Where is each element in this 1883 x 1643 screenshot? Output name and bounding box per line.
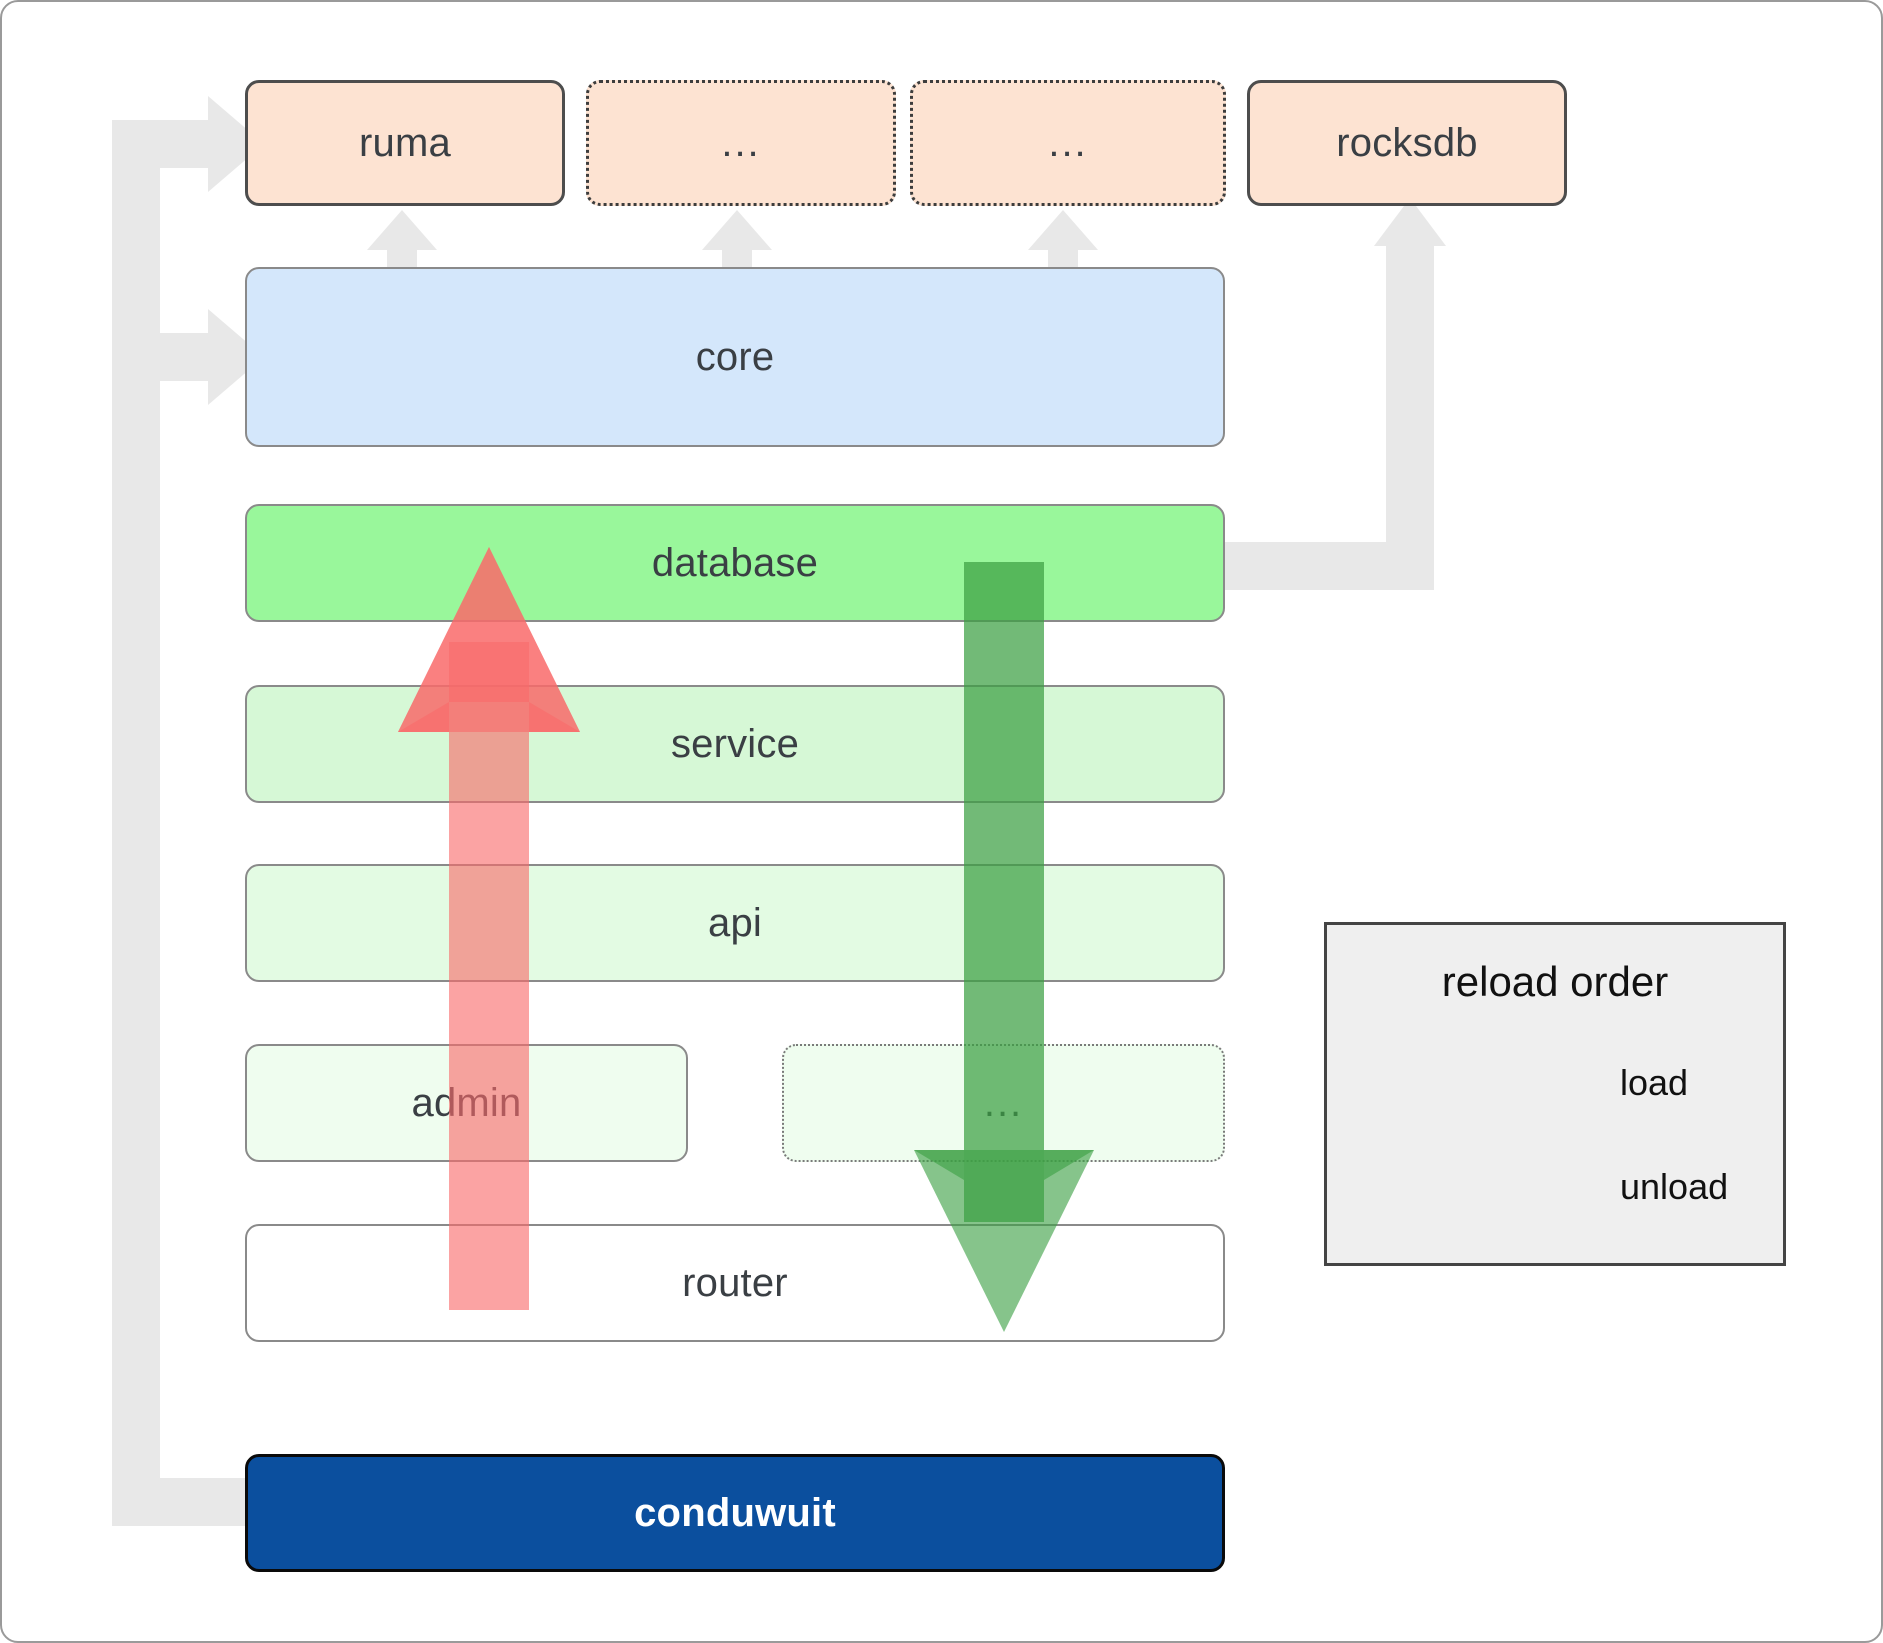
external-box-ellipsis-1[interactable]: ... xyxy=(586,80,896,206)
external-box-ruma[interactable]: ruma xyxy=(245,80,565,206)
layer-service-label: service xyxy=(670,721,800,766)
layer-database[interactable]: database xyxy=(245,504,1225,622)
layer-admin[interactable]: admin xyxy=(245,1044,688,1162)
layer-admin-label: admin xyxy=(411,1080,522,1125)
layer-ellipsis[interactable]: ... xyxy=(782,1044,1225,1162)
core-box[interactable]: core xyxy=(245,267,1225,447)
layer-router-label: router xyxy=(682,1260,788,1305)
legend-unload-label: unload xyxy=(1620,1166,1729,1207)
layer-router[interactable]: router xyxy=(245,1224,1225,1342)
layer-database-label: database xyxy=(651,540,819,585)
conduwuit-box[interactable]: conduwuit xyxy=(245,1454,1225,1572)
layer-api-label: api xyxy=(708,900,762,945)
external-box-rocksdb[interactable]: rocksdb xyxy=(1247,80,1567,206)
external-box-ruma-label: ruma xyxy=(359,120,451,165)
legend-title: reload order xyxy=(1441,958,1669,1005)
core-box-label: core xyxy=(695,334,775,379)
legend-load-label: load xyxy=(1620,1062,1689,1103)
layer-ellipsis-label: ... xyxy=(983,1081,1024,1125)
conduwuit-box-label: conduwuit xyxy=(634,1490,836,1535)
layer-api[interactable]: api xyxy=(245,864,1225,982)
external-box-ellipsis-2[interactable]: ... xyxy=(910,80,1226,206)
layer-service[interactable]: service xyxy=(245,685,1225,803)
external-box-ellipsis-2-label: ... xyxy=(1048,121,1088,165)
external-box-ellipsis-1-label: ... xyxy=(721,121,761,165)
external-box-rocksdb-label: rocksdb xyxy=(1336,120,1478,165)
